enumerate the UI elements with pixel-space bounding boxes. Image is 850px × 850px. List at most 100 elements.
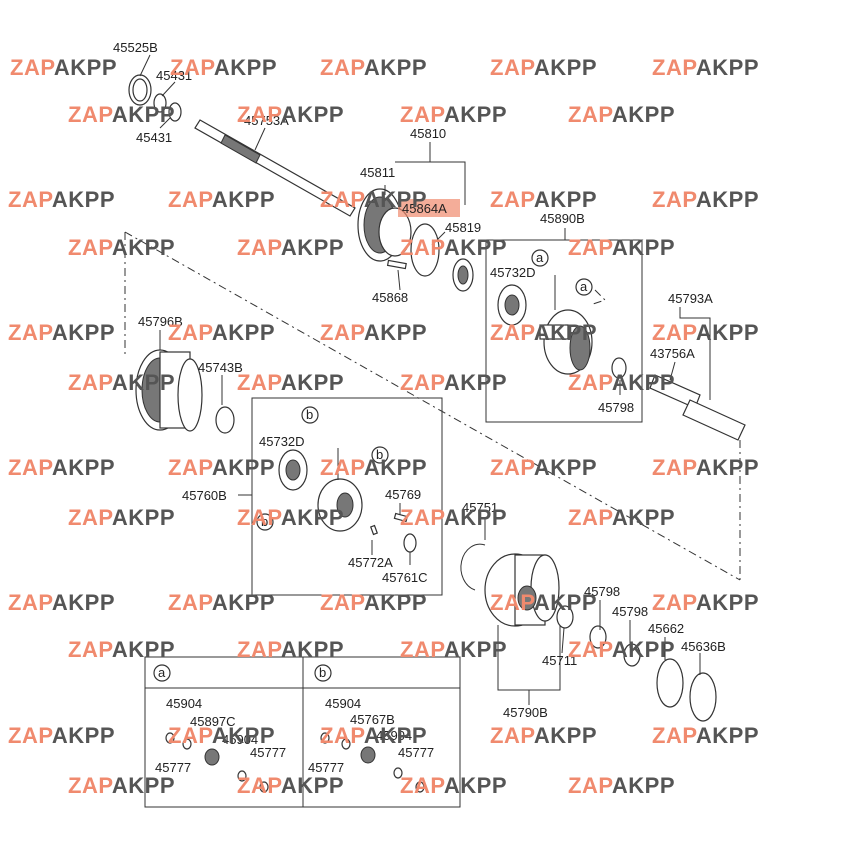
table-a-item-5: 45777: [250, 745, 286, 760]
leader: [254, 127, 266, 151]
label-45798-top: 45798: [598, 400, 634, 415]
leader-45793a: [679, 307, 711, 400]
kit-b-washer-4: [415, 781, 425, 793]
watermark-text: ZAPAKPP: [568, 102, 675, 127]
label-45431b: 45431: [136, 130, 172, 145]
table-b-item-5: 45777: [398, 745, 434, 760]
ring-45743b: [215, 406, 235, 434]
washer-45798-m1: [589, 625, 607, 649]
watermark-text: ZAPAKPP: [400, 235, 507, 260]
leader: [161, 81, 176, 97]
label-43756a: 43756A: [650, 346, 695, 361]
leader-45810: [395, 161, 466, 205]
label-45431a: 45431: [156, 68, 192, 83]
ring-45525b-inner: [132, 78, 148, 102]
leader: [561, 627, 565, 654]
kit-b-washer-2: [341, 738, 351, 750]
watermark-text: ZAPAKPP: [168, 723, 275, 748]
marker-b-2: [371, 446, 389, 464]
kit-a-washer-1: [165, 732, 175, 744]
leader-a: [589, 289, 606, 306]
box-45760b: [251, 397, 443, 596]
table-head-b: b: [319, 665, 326, 680]
leader: [139, 54, 151, 77]
watermark-text: ZAPAKPP: [170, 55, 277, 80]
drum-hub: [517, 585, 537, 611]
label-45636b: 45636B: [681, 639, 726, 654]
label-45798-m2: 45798: [612, 604, 648, 619]
label-45890b: 45890B: [540, 211, 585, 226]
ring-45431a: [153, 93, 167, 113]
watermark-text: ZAPAKPP: [652, 320, 759, 345]
watermark-text: ZAPAKPP: [8, 723, 115, 748]
label-45711: 45711: [542, 653, 577, 668]
kit-a-washer-3: [237, 770, 247, 782]
label-45864a[interactable]: 45864A: [402, 201, 447, 216]
label-45732d-mid: 45732D: [259, 434, 305, 449]
watermark-text: ZAPAKPP: [490, 723, 597, 748]
table-b-item-2: 45767B: [350, 712, 395, 727]
label-45761c: 45761C: [382, 570, 428, 585]
carrier-mid-hub: [336, 492, 354, 518]
table-b-item-4: 45777: [308, 760, 344, 775]
watermark-text: ZAPAKPP: [652, 55, 759, 80]
watermark-text: ZAPAKPP: [400, 505, 507, 530]
watermark-text: ZAPAKPP: [490, 590, 597, 615]
watermark-text: ZAPAKPP: [400, 637, 507, 662]
watermark-text: ZAPAKPP: [68, 102, 175, 127]
watermark-text: ZAPAKPP: [68, 370, 175, 395]
label-45769: 45769: [385, 487, 421, 502]
marker-a-2: [575, 278, 593, 296]
marker-a-2-text: a: [580, 279, 588, 294]
washer-45798-m2: [623, 643, 641, 667]
watermark-text: ZAPAKPP: [320, 187, 427, 212]
marker-table-a: [153, 664, 171, 682]
assembly-dashed-line: [124, 231, 741, 581]
ring-45431b: [168, 102, 182, 122]
watermark-text: ZAPAKPP: [168, 320, 275, 345]
label-45798-m1: 45798: [584, 584, 620, 599]
washer-45798-top: [611, 357, 627, 379]
label-45743b: 45743B: [198, 360, 243, 375]
label-45796b: 45796B: [138, 314, 183, 329]
label-45868: 45868: [372, 290, 408, 305]
pin-45772a: [369, 524, 379, 536]
table-a-item-1: 45904: [166, 696, 202, 711]
marker-b-2-text: b: [376, 447, 383, 462]
ring-gear-back: [177, 358, 203, 432]
label-45819: 45819: [445, 220, 481, 235]
watermark-text: ZAPAKPP: [400, 102, 507, 127]
marker-table-b: [314, 664, 332, 682]
carrier-plate-top-hole: [504, 294, 520, 316]
marker-b-3-text: b: [261, 514, 268, 529]
bearing-45711: [556, 605, 574, 629]
carrier-plate-mid-hole: [285, 459, 301, 481]
washer-45761c: [403, 533, 417, 553]
kit-a-bearing: [204, 748, 220, 766]
kit-b-washer-3: [393, 767, 403, 779]
marker-b-3: [256, 513, 274, 531]
watermark-text: ZAPAKPP: [8, 320, 115, 345]
snap-ring-45751: [460, 543, 486, 591]
leader: [431, 231, 446, 246]
table-head-a: a: [158, 665, 166, 680]
kit-b-bearing: [360, 746, 376, 764]
table-b-item-1: 45904: [325, 696, 361, 711]
watermark-text: ZAPAKPP: [10, 55, 117, 80]
label-45732d-top: 45732D: [490, 265, 536, 280]
watermark-text: ZAPAKPP: [490, 455, 597, 480]
box-45890b: [485, 239, 643, 423]
watermark-text: ZAPAKPP: [320, 455, 427, 480]
watermark-text: ZAPAKPP: [652, 187, 759, 212]
watermark-text: ZAPAKPP: [237, 235, 344, 260]
watermark-text: ZAPAKPP: [652, 723, 759, 748]
watermark-text: ZAPAKPP: [400, 773, 507, 798]
pin-45769: [393, 512, 409, 523]
watermark-text: ZAPAKPP: [68, 235, 175, 260]
label-45525b: 45525B: [113, 40, 158, 55]
watermark-text: ZAPAKPP: [320, 723, 427, 748]
table-a-item-2: 45897C: [190, 714, 236, 729]
kit-a-washer-2: [182, 738, 192, 750]
